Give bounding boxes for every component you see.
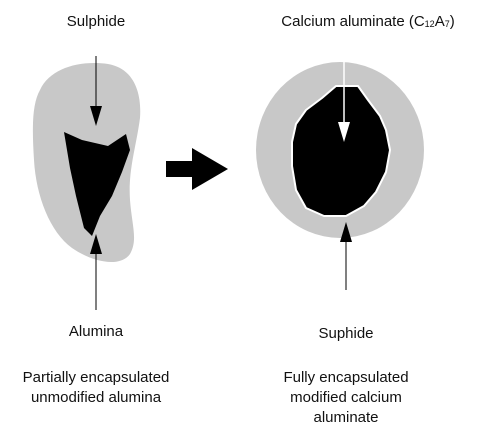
right-top-label-end: ) <box>450 13 455 30</box>
left-bottom-label: Alumina <box>69 322 123 341</box>
right-bottom-label: Suphide <box>318 324 373 343</box>
right-top-label-mid: A <box>435 13 445 30</box>
left-caption-line-1: Partially encapsulated <box>23 368 170 388</box>
right-caption: Fully encapsulated modified calcium alum… <box>283 368 408 428</box>
right-top-label: Calcium aluminate (C12A7) <box>281 12 454 34</box>
left-caption-line-2: unmodified alumina <box>23 388 170 408</box>
right-top-label-main: Calcium aluminate (C <box>281 13 424 30</box>
right-caption-line-3: aluminate <box>283 408 408 428</box>
transformation-arrow <box>166 148 228 190</box>
left-caption: Partially encapsulated unmodified alumin… <box>23 368 170 408</box>
right-caption-line-2: modified calcium <box>283 388 408 408</box>
right-top-label-sub1: 12 <box>425 19 435 29</box>
right-caption-line-1: Fully encapsulated <box>283 368 408 388</box>
left-top-label: Sulphide <box>67 12 125 31</box>
